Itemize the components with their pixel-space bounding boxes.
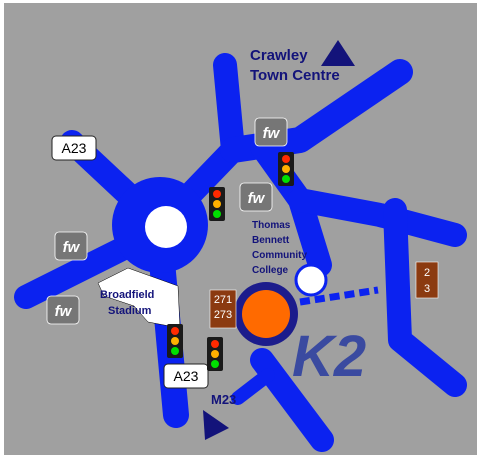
crawley-direction-arrow-icon <box>321 40 355 66</box>
a23-top-label: A23 <box>51 135 97 161</box>
a23-bottom-box <box>163 363 209 389</box>
college-label-line-4: College <box>252 265 289 276</box>
bus-route-box-right-rect <box>415 261 439 299</box>
fw-badge-icon[interactable]: fw <box>46 295 80 325</box>
crawley-label-line2: Town Centre <box>250 67 340 84</box>
road-east-vertical <box>383 198 467 397</box>
fw-badge-icon[interactable]: fw <box>239 182 273 212</box>
roundabout-centre <box>145 206 187 248</box>
thomas-bennett-label: Thomas Bennett Community College <box>252 220 307 276</box>
traffic-light-icon[interactable] <box>278 152 294 186</box>
traffic-light-icon[interactable] <box>209 187 225 221</box>
a23-bottom-text: A23 <box>174 368 199 384</box>
traffic-light-icon[interactable] <box>207 337 223 371</box>
m23-label: M23 <box>211 392 236 407</box>
k2-logo: K2 <box>292 324 366 389</box>
bus-stop-circle <box>242 290 290 338</box>
fw-badge-text: fw <box>248 190 266 207</box>
traffic-light-icon[interactable] <box>167 324 183 358</box>
crawley-label-line1: Crawley <box>250 47 308 64</box>
bus-route-box-right: 2 3 <box>415 261 439 299</box>
road-east <box>288 188 467 247</box>
fw-badge-text: fw <box>263 125 281 142</box>
bus-route-box-left-rect <box>209 289 237 329</box>
fw-badge-text: fw <box>63 239 81 256</box>
road-dotted-busway <box>299 286 379 306</box>
a23-bottom-label: A23 <box>163 363 209 389</box>
fw-badge-text: fw <box>55 303 73 320</box>
bus-route-box-left: 271 273 <box>209 289 237 329</box>
bus-route-2: 2 <box>424 267 430 279</box>
fw-badge-icon[interactable]: fw <box>54 231 88 261</box>
road-north-vertical <box>213 53 245 162</box>
stadium-shape <box>97 267 181 329</box>
college-label-line-3: Community <box>252 250 307 261</box>
a23-top-text: A23 <box>62 140 87 156</box>
bus-route-3: 3 <box>424 283 430 295</box>
college-label-line-2: Bennett <box>252 235 290 246</box>
fw-badge-icon[interactable]: fw <box>254 117 288 147</box>
road-m23-feeder <box>231 368 275 405</box>
m23-direction-arrow-icon <box>203 410 229 440</box>
stadium-label-line2: Stadium <box>108 305 152 317</box>
college-label-line-1: Thomas <box>252 220 291 231</box>
stadium-label-line1: Broadfield <box>100 289 154 301</box>
bus-route-273: 273 <box>214 309 232 321</box>
bus-route-271: 271 <box>214 294 232 306</box>
a23-top-box <box>51 135 97 161</box>
college-roundabout <box>294 263 328 297</box>
